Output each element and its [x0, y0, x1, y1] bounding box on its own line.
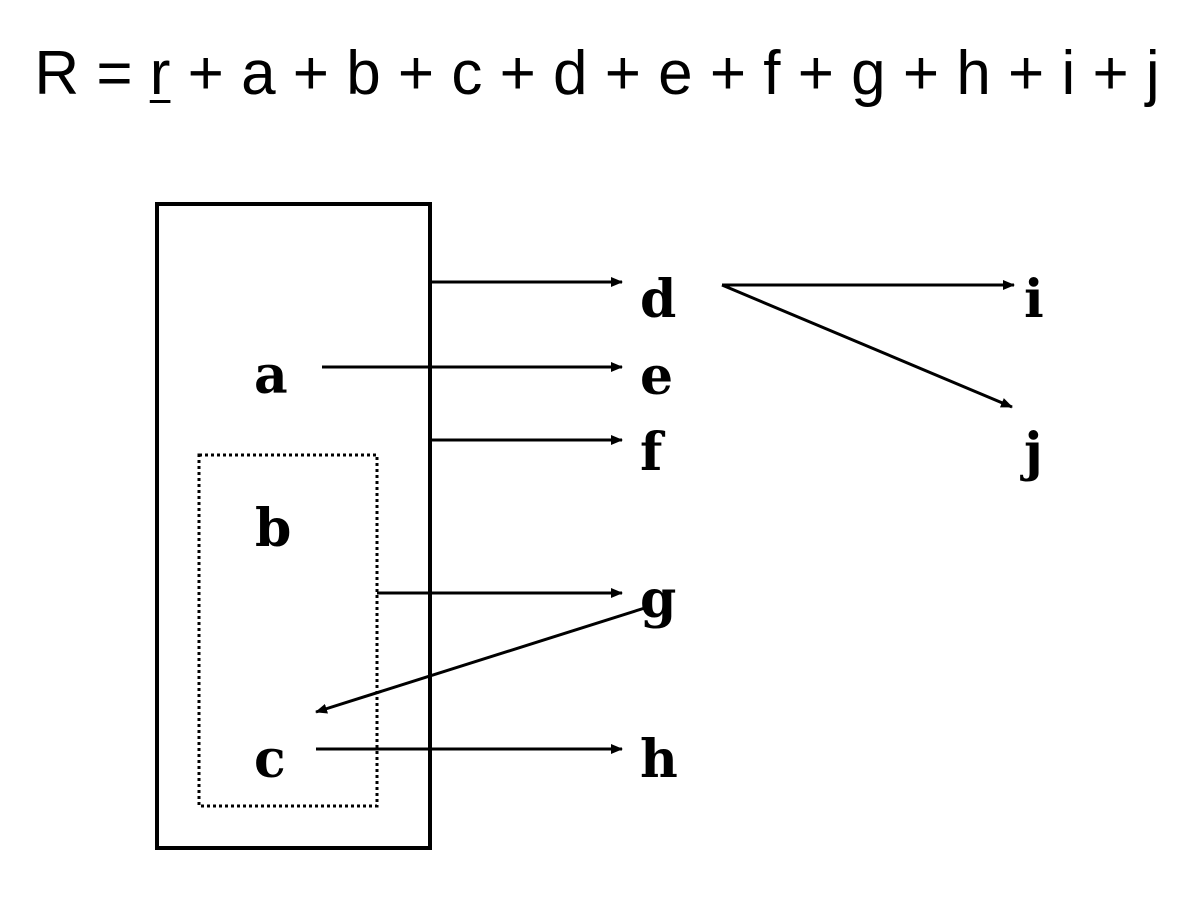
- formula-underlined-term: r: [149, 39, 171, 108]
- label-j: j: [1020, 422, 1043, 483]
- label-e: e: [640, 346, 673, 407]
- formula-lhs: R: [34, 39, 80, 108]
- formula-equals: =: [79, 39, 150, 108]
- label-h: h: [640, 729, 678, 790]
- formula-rest: + a + b + c + d + e + f + g + h + i + j: [170, 39, 1160, 108]
- label-f: f: [640, 422, 666, 483]
- label-g: g: [640, 569, 676, 630]
- label-d: d: [640, 269, 676, 330]
- formula: R = r + a + b + c + d + e + f + g + h + …: [0, 34, 1194, 114]
- outer-box: [155, 202, 432, 850]
- label-b: b: [255, 498, 291, 559]
- arrow-d-to-j: [721, 283, 1013, 409]
- label-a: a: [254, 345, 288, 406]
- label-c: c: [254, 729, 286, 790]
- inner-dotted-box: [197, 453, 379, 808]
- arrow-g-to-c: [315, 605, 649, 714]
- label-i: i: [1024, 269, 1044, 330]
